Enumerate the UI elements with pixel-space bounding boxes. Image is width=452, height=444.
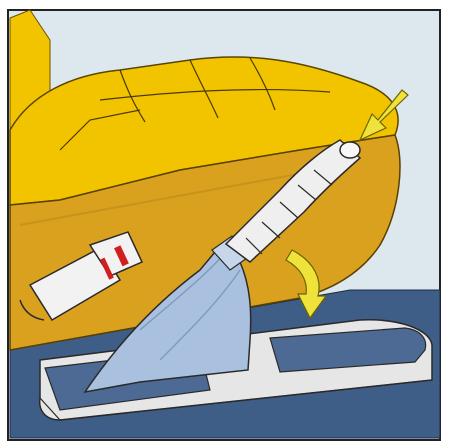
lever-release-button: [340, 142, 360, 158]
